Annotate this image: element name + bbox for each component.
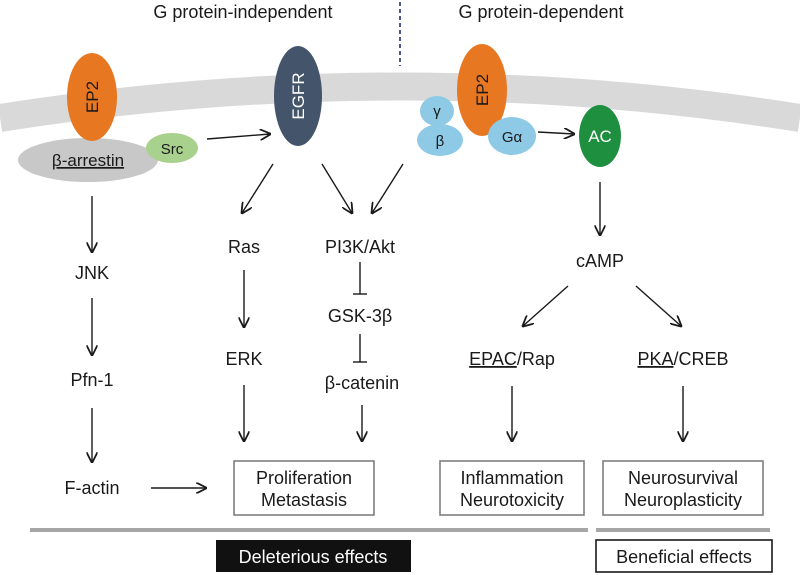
beta-arrestin-label: β-arrestin — [52, 151, 124, 170]
proliferation-label: Proliferation — [256, 468, 352, 488]
camp-label: cAMP — [576, 251, 624, 271]
arrow-galpha-to-ac — [537, 132, 574, 134]
bcatenin-label: β-catenin — [325, 373, 399, 393]
beneficial-effects-label: Beneficial effects — [616, 547, 752, 567]
pi3k-akt-label: PI3K/Akt — [325, 237, 395, 257]
gamma-subunit — [420, 96, 454, 126]
creb-label: /CREB — [674, 349, 729, 369]
ac-enzyme — [579, 105, 621, 167]
jnk-label: JNK — [75, 263, 109, 283]
arrow-camp-to-pka — [635, 285, 681, 326]
factin-label: F-actin — [64, 478, 119, 498]
neurosurvival-box — [602, 460, 764, 516]
header-g-protein-dependent: G protein-dependent — [458, 2, 623, 22]
gamma-label: γ — [433, 103, 441, 120]
g-alpha-subunit — [488, 117, 536, 155]
proliferation-box — [233, 460, 375, 516]
egfr-label: EGFR — [289, 72, 308, 119]
pka-label: PKA — [637, 349, 673, 369]
gsk3b-label: GSK-3β — [328, 306, 392, 326]
deleterious-effects-label: Deleterious effects — [239, 547, 388, 567]
g-alpha-label: Gα — [502, 129, 523, 146]
neurotoxicity-label: Neurotoxicity — [460, 490, 564, 510]
arrow-camp-to-epac — [523, 285, 569, 326]
metastasis-label: Metastasis — [261, 490, 347, 510]
arrow-egfr-to-ras — [242, 163, 274, 213]
epac-label: EPAC — [469, 349, 517, 369]
inflammation-label: Inflammation — [460, 468, 563, 488]
arrow-membrane-to-pi3k — [372, 163, 404, 213]
cell-membrane — [0, 72, 800, 132]
beta-subunit — [417, 124, 463, 156]
beta-label: β — [436, 133, 445, 150]
deleterious-effects-badge — [216, 540, 411, 572]
rap-label: /Rap — [517, 349, 555, 369]
arrow-egfr-to-pi3k — [321, 163, 352, 213]
pka-creb-label: PKA/CREB — [637, 349, 728, 369]
erk-label: ERK — [225, 349, 262, 369]
beneficial-effects-badge — [595, 539, 773, 573]
arrow-src-to-egfr — [206, 134, 270, 139]
pfn1-label: Pfn-1 — [70, 370, 113, 390]
neurosurvival-label: Neurosurvival — [628, 468, 738, 488]
neuroplasticity-label: Neuroplasticity — [624, 490, 742, 510]
egfr-receptor — [274, 46, 322, 146]
src-shape — [146, 133, 198, 163]
ep2-left-receptor — [67, 53, 117, 141]
beta-arrestin-shape — [18, 138, 158, 182]
epac-rap-label: EPAC/Rap — [469, 349, 555, 369]
header-g-protein-independent: G protein-independent — [153, 2, 332, 22]
ep2-right-receptor — [457, 44, 507, 136]
ras-label: Ras — [228, 237, 260, 257]
ep2-left-label: EP2 — [83, 81, 102, 113]
ac-label: AC — [588, 127, 612, 146]
src-label: Src — [161, 141, 184, 158]
ep2-right-label: EP2 — [473, 74, 492, 106]
inflammation-box — [439, 460, 585, 516]
